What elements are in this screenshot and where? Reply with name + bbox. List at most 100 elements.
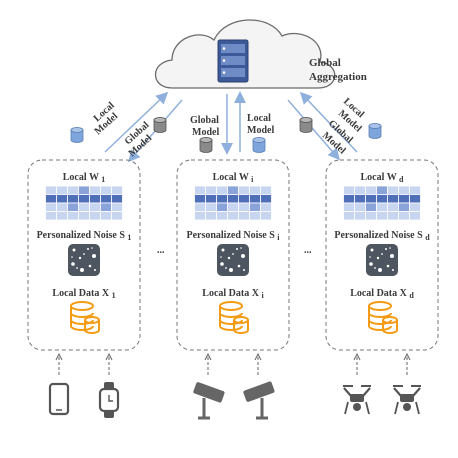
weight-cell [398, 202, 410, 212]
local-weight-label: Local W i [213, 172, 255, 184]
weight-cell [354, 194, 366, 204]
noise-dot [88, 264, 92, 268]
weight-cell [45, 185, 57, 195]
noise-dot [386, 264, 390, 268]
weight-cell [205, 211, 217, 221]
weight-cell [409, 194, 421, 204]
noise-square [366, 244, 398, 276]
cloud-label-line2: Aggregation [309, 71, 367, 83]
local-model-icon [252, 137, 266, 153]
weight-cell [343, 202, 355, 212]
noise-dot [92, 254, 96, 258]
weight-cell [365, 211, 377, 221]
weight-cell [238, 202, 250, 212]
database-small-body [233, 320, 249, 334]
weight-cell [216, 194, 228, 204]
smartwatch-icon [98, 382, 120, 418]
weight-matrix-icon [194, 185, 272, 221]
arrow-right-down [287, 99, 340, 161]
noise-label-text: Personalized Noise S [37, 230, 128, 241]
noise-dot [229, 268, 233, 272]
weight-cell [111, 211, 123, 221]
label-mid-down-2: Model [192, 127, 219, 138]
noise-dot [220, 256, 222, 258]
weight-cell [100, 185, 112, 195]
local-data-label-text: Local Data X [52, 288, 111, 299]
local-weight-label-text: Local W [213, 172, 252, 183]
weight-cell [67, 185, 79, 195]
local-weight-label-subscript: i [251, 175, 254, 184]
database-ring [368, 319, 392, 325]
weight-cell [194, 185, 206, 195]
weight-cell [398, 185, 410, 195]
client-box [325, 159, 439, 351]
database-ring [219, 312, 243, 318]
noise-dot [369, 256, 371, 258]
noise-dot [381, 253, 383, 255]
local-data-label-text: Local Data X [202, 288, 261, 299]
weight-cell [409, 202, 421, 212]
noise-dot [237, 264, 241, 268]
noise-dot [227, 256, 231, 260]
weight-cell [216, 202, 228, 212]
device-arrowhead [254, 352, 262, 361]
weight-cell [56, 185, 68, 195]
local-model-icon [70, 127, 84, 143]
noise-dot [71, 256, 73, 258]
noise-dot [378, 268, 382, 272]
noise-dot [374, 267, 376, 269]
noise-dot [91, 247, 93, 249]
weight-cell [376, 194, 388, 204]
weight-cell [100, 211, 112, 221]
security-camera-icon [243, 381, 275, 420]
local-data-label-subscript: 1 [112, 291, 116, 300]
device-arrowhead [403, 352, 411, 361]
weight-cell [365, 185, 377, 195]
global-model-icon [199, 137, 213, 153]
noise-label: Personalized Noise S i [186, 230, 280, 242]
weight-cell [387, 185, 399, 195]
global-model-icon [299, 117, 313, 133]
noise-dot [240, 247, 242, 249]
local-weight-label: Local W 1 [63, 172, 106, 184]
weight-cell [89, 194, 101, 204]
weight-cell [354, 185, 366, 195]
device-arrowhead [204, 352, 212, 361]
weight-cell [67, 211, 79, 221]
database-icon [70, 301, 100, 334]
database-body [368, 306, 392, 331]
label-mid-up-2: Model [247, 125, 274, 136]
noise-dot [385, 248, 387, 250]
database-top [368, 301, 392, 311]
weight-cell [205, 194, 217, 204]
weight-cell [249, 211, 261, 221]
noise-dot [243, 269, 245, 271]
server-icon [217, 39, 249, 83]
noise-label-subscript: 1 [127, 233, 131, 242]
noise-dot [389, 247, 391, 249]
device-arrowhead [105, 352, 113, 361]
weight-cell [100, 202, 112, 212]
weight-cell [249, 185, 261, 195]
weight-cell [45, 194, 57, 204]
weight-cell [354, 211, 366, 221]
arrow-right-up [299, 91, 358, 153]
noise-label-text: Personalized Noise S [186, 230, 277, 241]
weight-cell [260, 194, 272, 204]
weight-cell [260, 202, 272, 212]
database-body [70, 306, 94, 331]
weight-cell [249, 194, 261, 204]
ellipsis-left: ... [157, 245, 165, 256]
noise-square [217, 244, 249, 276]
cloud-label-line1: Global [309, 57, 341, 69]
weight-cell [78, 211, 90, 221]
label-mid-up-1: Local [247, 113, 271, 124]
database-small-body [382, 320, 398, 334]
noise-dot [80, 268, 84, 272]
database-body [219, 306, 243, 331]
database-icon [368, 301, 398, 334]
noise-dot [241, 254, 245, 258]
weight-cell [398, 194, 410, 204]
weight-matrix-icon [45, 185, 123, 221]
